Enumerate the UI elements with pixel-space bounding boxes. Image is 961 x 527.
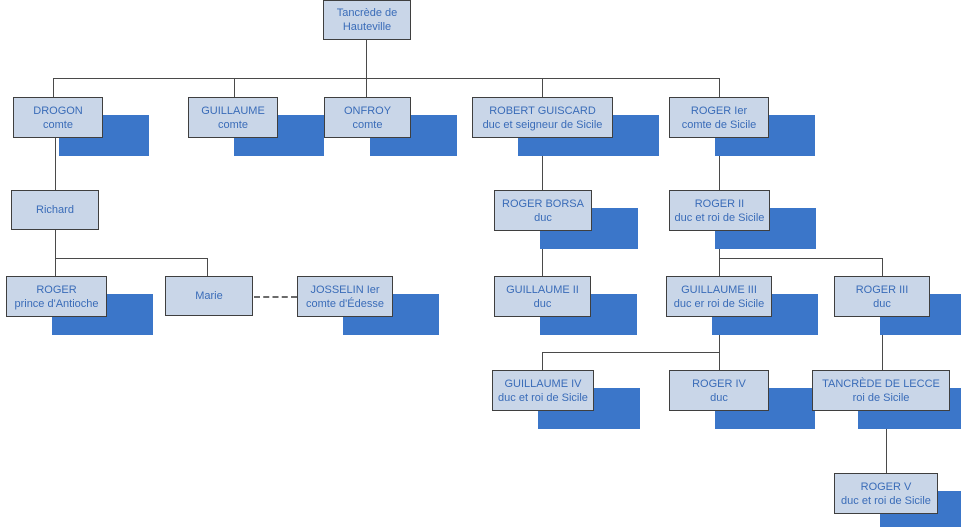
node-title: comte de Sicile — [681, 118, 757, 131]
node-name: JOSSELIN Ier — [310, 283, 380, 296]
connector-borsa-guill2 — [542, 231, 543, 276]
node-title: comte — [43, 118, 73, 131]
node-title: comte d'Édesse — [306, 297, 384, 310]
node-title: duc — [533, 297, 552, 310]
connector-richard-bus — [55, 258, 207, 259]
node-title: duc et roi de Sicile — [841, 494, 931, 507]
node-title: comte — [352, 118, 383, 131]
node-title: duc — [710, 391, 728, 404]
connector-drop-guillaume — [234, 78, 235, 97]
connector-roger1-roger2 — [719, 138, 720, 190]
node-name: GUILLAUME — [201, 104, 265, 117]
connector-guill3-bus — [542, 352, 720, 353]
node-name: DROGON — [33, 104, 83, 117]
node-title: roi de Sicile — [852, 391, 910, 404]
connector-drop-guill3 — [719, 258, 720, 276]
node-richard[interactable]: Richard — [11, 190, 99, 230]
node-title: duc — [873, 297, 891, 310]
node-name: ROGER II — [694, 197, 745, 210]
node-name: TANCRÈDE DE LECCE — [822, 377, 940, 390]
node-name: ROGER III — [855, 283, 909, 296]
node-title: comte — [218, 118, 248, 131]
connector-roger3-tancrede — [882, 317, 883, 370]
node-name: GUILLAUME II — [506, 283, 579, 296]
connector-robert-rogerborsa — [542, 138, 543, 190]
connector-drop-onfroy — [366, 78, 367, 97]
node-name: Tancrède de — [336, 7, 398, 19]
node-name: ONFROY — [343, 104, 392, 117]
node-name: GUILLAUME IV — [504, 377, 582, 390]
connector-tancrede-drop — [366, 40, 367, 78]
node-name: ROGER Ier — [690, 104, 748, 117]
connector-drop-marie — [207, 258, 208, 276]
connector-gen1-bus — [53, 78, 719, 79]
node-title: Hauteville — [342, 21, 392, 33]
node-name: Richard — [36, 204, 74, 216]
node-title: duc — [534, 211, 552, 224]
connector-tancrede-roger5 — [886, 411, 887, 473]
node-name: ROGER IV — [692, 377, 746, 390]
node-name: ROBERT GUISCARD — [489, 104, 596, 117]
connector-richard-drop — [55, 230, 56, 258]
node-name: ROGER BORSA — [502, 197, 584, 210]
connector-drop-roger3 — [882, 258, 883, 276]
connector-drop-roger4 — [719, 352, 720, 370]
connector-drop-drogon — [53, 78, 54, 97]
node-name: ROGER V — [860, 480, 912, 493]
node-title: prince d'Antioche — [14, 297, 99, 310]
node-marie[interactable]: Marie — [165, 276, 253, 316]
node-name: GUILLAUME III — [681, 283, 757, 296]
connector-drop-robert — [542, 78, 543, 97]
connector-drogon-richard — [55, 138, 56, 190]
node-name: Marie — [195, 290, 223, 302]
node-title: duc et roi de Sicile — [498, 391, 588, 404]
node-title: duc et seigneur de Sicile — [482, 118, 603, 131]
node-title: duc et roi de Sicile — [674, 211, 765, 224]
node-name: ROGER — [36, 283, 77, 296]
node-title: duc er roi de Sicile — [673, 297, 765, 310]
connector-roger2-bus — [719, 258, 882, 259]
connector-drop-rogerant — [55, 258, 56, 276]
connector-marie-josselin — [254, 296, 297, 298]
connector-drop-roger1 — [719, 78, 720, 97]
node-tancrede[interactable]: Tancrède de Hauteville — [323, 0, 411, 40]
connector-drop-guill4 — [542, 352, 543, 370]
